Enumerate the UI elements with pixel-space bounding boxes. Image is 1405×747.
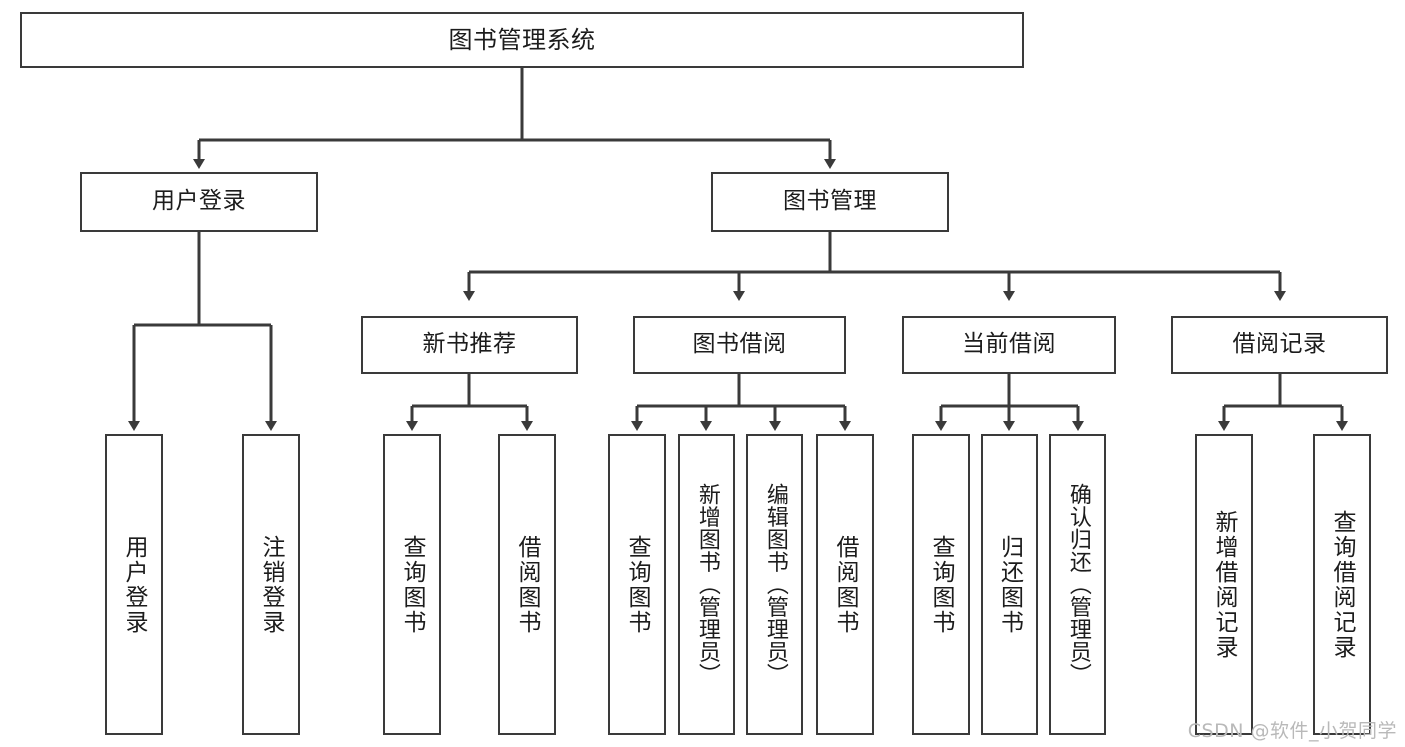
node-label: 图书借阅: [692, 331, 787, 358]
leaf-new-book-query-book[interactable]: 查询图书: [383, 434, 441, 735]
node-label: 借阅图书: [514, 534, 541, 635]
node-label: 查询图书: [624, 534, 651, 635]
leaf-current-borrow-return-book[interactable]: 归还图书: [981, 434, 1038, 735]
leaf-new-book-borrow-book[interactable]: 借阅图书: [498, 434, 556, 735]
node-borrowing-records[interactable]: 借阅记录: [1171, 316, 1388, 374]
node-label: 图书管理: [783, 188, 877, 215]
node-label: 当前借阅: [962, 331, 1056, 358]
node-new-book-recommendation[interactable]: 新书推荐: [361, 316, 578, 374]
node-label: 用户登录: [152, 188, 246, 215]
node-label: 图书管理系统: [448, 25, 596, 54]
leaf-book-borrow-add-book-admin[interactable]: 新增图书（管理员）: [678, 434, 735, 735]
node-label: 查询图书: [399, 534, 426, 635]
node-book-management[interactable]: 图书管理: [711, 172, 949, 232]
node-label: 新增图书（管理员）: [694, 483, 720, 686]
node-label: 查询图书: [928, 534, 955, 635]
leaf-user-login-login[interactable]: 用户登录: [105, 434, 163, 735]
leaf-current-borrow-query-book[interactable]: 查询图书: [912, 434, 970, 735]
node-label: 新增借阅记录: [1211, 509, 1238, 660]
node-user-login[interactable]: 用户登录: [80, 172, 318, 232]
csdn-watermark: CSDN @软件_小贺同学: [1187, 720, 1397, 742]
leaf-book-borrow-edit-book-admin[interactable]: 编辑图书（管理员）: [746, 434, 803, 735]
node-label: 编辑图书（管理员）: [762, 483, 788, 686]
node-label: 查询借阅记录: [1329, 509, 1356, 660]
leaf-book-borrow-query-book[interactable]: 查询图书: [608, 434, 666, 735]
node-label: 借阅图书: [832, 534, 859, 635]
node-label: 用户登录: [121, 534, 148, 635]
node-current-borrowing[interactable]: 当前借阅: [902, 316, 1116, 374]
leaf-current-borrow-confirm-return-admin[interactable]: 确认归还（管理员）: [1049, 434, 1106, 735]
leaf-user-login-logout[interactable]: 注销登录: [242, 434, 300, 735]
leaf-record-query-borrow-record[interactable]: 查询借阅记录: [1313, 434, 1371, 735]
node-label: 借阅记录: [1232, 331, 1327, 358]
node-label: 确认归还（管理员）: [1065, 483, 1091, 686]
node-label: 归还图书: [996, 534, 1023, 635]
node-label: 新书推荐: [422, 331, 517, 358]
leaf-record-add-borrow-record[interactable]: 新增借阅记录: [1195, 434, 1253, 735]
leaf-book-borrow-borrow-book[interactable]: 借阅图书: [816, 434, 874, 735]
node-book-borrowing[interactable]: 图书借阅: [633, 316, 846, 374]
node-label: 注销登录: [258, 534, 285, 635]
node-root-book-management-system[interactable]: 图书管理系统: [20, 12, 1024, 68]
